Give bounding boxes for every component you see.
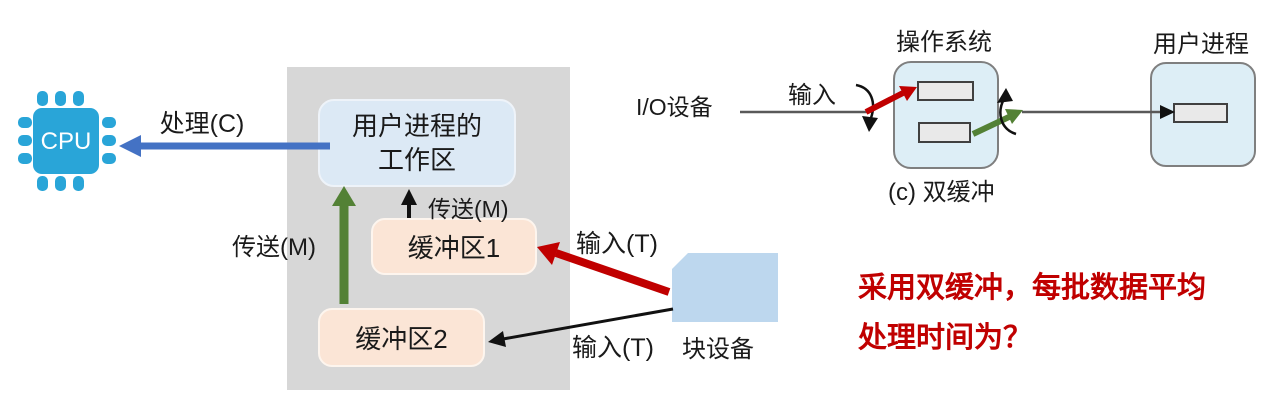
buffer1-label: 缓冲区1 xyxy=(407,233,501,263)
input-top-label: 输入(T) xyxy=(576,230,658,258)
io-device-label: I/O设备 xyxy=(636,94,713,120)
buffer2-label: 缓冲区2 xyxy=(355,324,448,354)
buffer1-box: 缓冲区1 xyxy=(371,218,537,275)
cpu-icon: CPU xyxy=(18,88,116,194)
block-device-label: 块设备 xyxy=(682,336,754,363)
os-title: 操作系统 xyxy=(896,29,992,56)
input-bottom-label: 输入(T) xyxy=(572,334,654,362)
user-process-title: 用户进程 xyxy=(1153,31,1249,58)
question-line2: 处理时间为？ xyxy=(858,322,1033,354)
swap-arrow-left xyxy=(855,83,878,132)
process-arrow-label: 处理(C) xyxy=(159,110,245,138)
transfer-left-label: 传送(M) xyxy=(232,234,316,261)
user-workarea-box: 用户进程的 工作区 xyxy=(318,99,516,187)
user-workarea-label: 用户进程的 工作区 xyxy=(351,111,482,175)
input-label: 输入 xyxy=(788,82,836,109)
swap-arrow-right xyxy=(997,88,1017,136)
block-device-box xyxy=(672,253,778,322)
user-process-slot xyxy=(1173,103,1228,123)
figure-caption: (c) 双缓冲 xyxy=(888,179,995,206)
transfer-mid-label: 传送(M) xyxy=(428,196,509,222)
question-line1: 采用双缓冲，每批数据平均 xyxy=(858,272,1207,304)
os-buffer-container xyxy=(893,61,999,169)
os-buffer-slot-2 xyxy=(918,122,971,143)
buffer2-box: 缓冲区2 xyxy=(318,308,485,367)
cpu-chip-icon: CPU xyxy=(18,91,116,191)
os-buffer-slot-1 xyxy=(917,81,974,101)
cpu-label: CPU xyxy=(41,128,92,155)
